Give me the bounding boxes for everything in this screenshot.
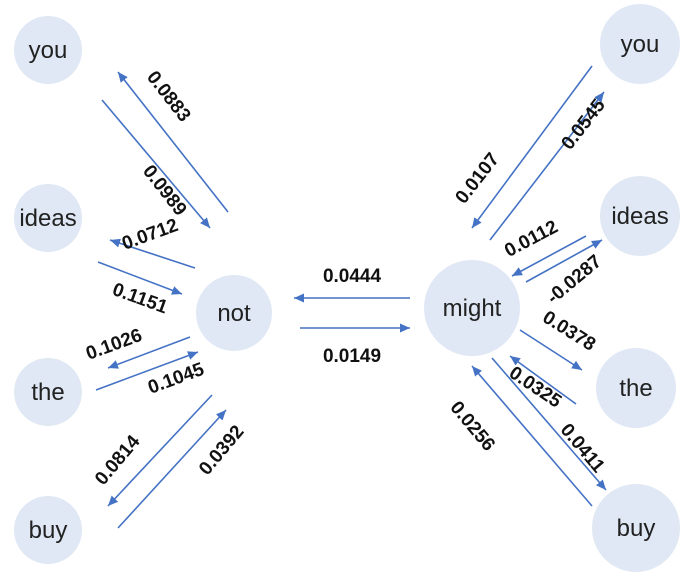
node-label: not: [217, 300, 251, 327]
node-label: you: [621, 31, 660, 58]
node-label: the: [31, 379, 64, 406]
edge-you-left-to-not: [101, 99, 211, 229]
node-buy-right: buy: [592, 484, 680, 572]
node-you-right: you: [600, 4, 680, 84]
edge-label-might-to-buy-right: 0.0411: [556, 420, 609, 478]
edge-ideas-left-to-not: [97, 261, 183, 295]
edge-label-not-to-buy-left: 0.0814: [91, 431, 145, 489]
node-ideas-right: ideas: [600, 176, 680, 256]
edge-might-to-buy-right: [491, 357, 607, 491]
edge-might-to-ideas-right: [525, 239, 603, 283]
node-ideas-left: ideas: [14, 184, 82, 252]
edge-label-you-left-to-not: 0.0989: [138, 161, 190, 220]
node-label: might: [443, 295, 502, 322]
node-might: might: [424, 260, 520, 356]
edge-label-not-to-you-left: 0.0883: [142, 67, 194, 126]
edge-not-to-buy-left: [107, 394, 213, 507]
edge-not-to-you-left: [117, 71, 229, 213]
edge-label-might-to-you-right: 0.0545: [557, 95, 610, 154]
node-you-left: you: [14, 16, 82, 84]
edge-label-buy-left-to-not: 0.0392: [195, 421, 248, 479]
edge-label-ideas-left-to-not: 0.1151: [109, 279, 170, 318]
edge-ideas-right-to-might: [511, 235, 587, 277]
node-label: ideas: [19, 205, 76, 232]
edge-buy-right-to-might: [471, 365, 593, 507]
edge-label-not-to-the-left: 0.1026: [83, 325, 145, 365]
edge-label-might-to-not: 0.0444: [323, 266, 382, 287]
edge-might-to-the-right: [519, 329, 583, 371]
node-label: ideas: [611, 203, 668, 230]
edge-you-right-to-might: [471, 65, 593, 229]
edge-label-the-left-to-not: 0.1045: [145, 359, 207, 399]
node-buy-left: buy: [14, 496, 82, 564]
edge-the-right-to-might: [509, 355, 577, 405]
node-label: the: [619, 375, 652, 402]
edge-the-left-to-not: [95, 351, 199, 391]
edge-might-to-you-right: [489, 91, 605, 241]
edge-label-you-right-to-might: 0.0107: [451, 149, 503, 208]
node-label: you: [29, 37, 68, 64]
node-label: buy: [29, 517, 68, 544]
node-label: buy: [617, 515, 656, 542]
edge-not-to-ideas-left: [109, 238, 196, 269]
node-not: not: [196, 275, 272, 351]
edge-buy-left-to-not: [117, 409, 227, 529]
edge-label-buy-right-to-might: 0.0256: [445, 397, 498, 455]
edge-label-not-to-might: 0.0149: [323, 346, 381, 367]
edge-label-might-to-ideas-right: -0.0287: [543, 251, 606, 309]
edge-label-the-right-to-might: 0.0325: [505, 362, 565, 412]
edge-label-not-to-ideas-left: 0.0712: [119, 215, 181, 255]
node-the-left: the: [14, 358, 82, 426]
edge-not-to-the-left: [107, 336, 191, 369]
node-the-right: the: [596, 348, 676, 428]
